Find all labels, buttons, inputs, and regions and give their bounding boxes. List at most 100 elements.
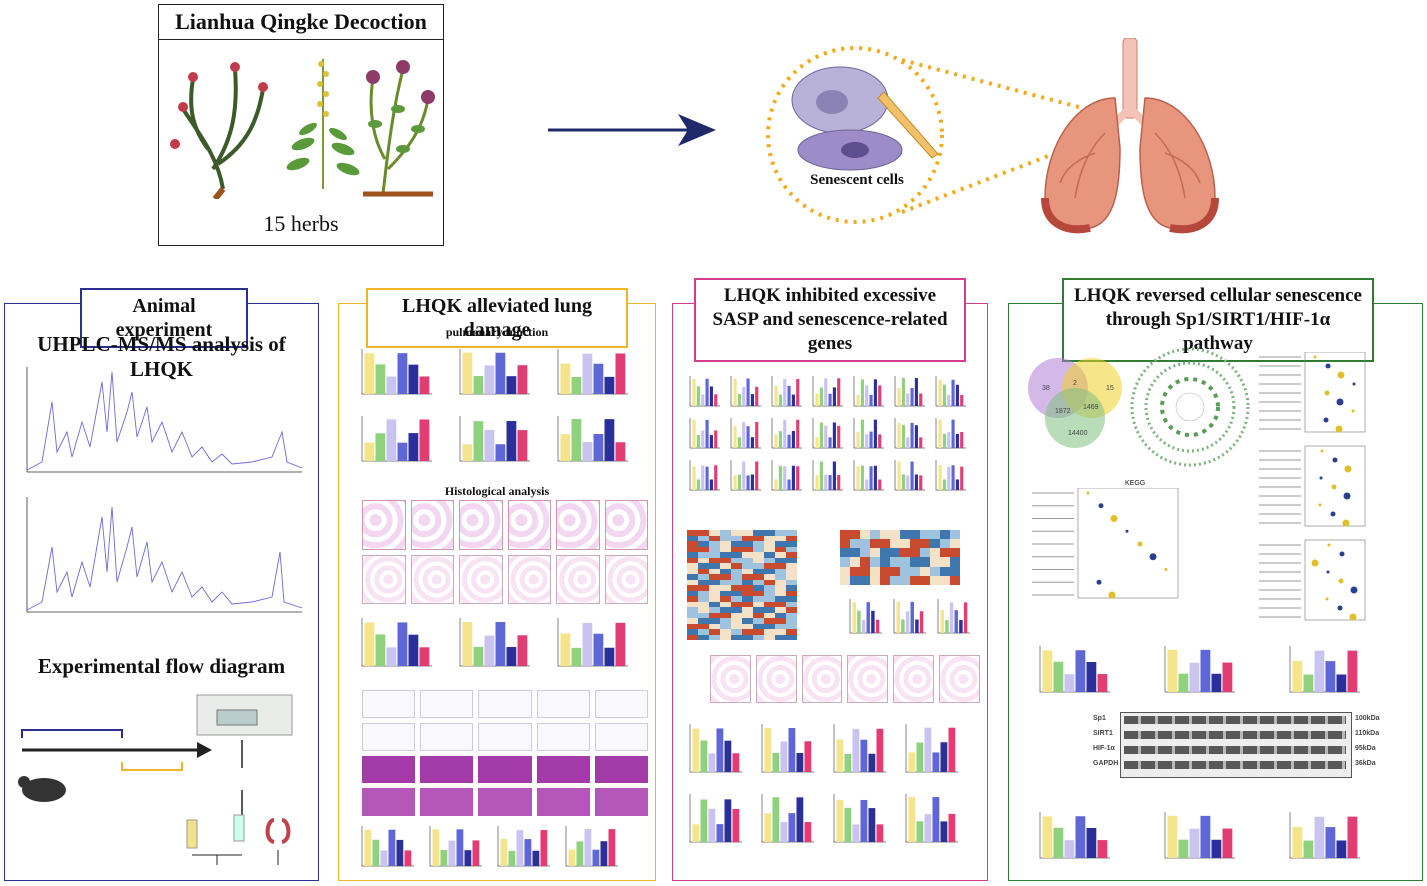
sasp-mid-chart-bar xyxy=(949,602,954,633)
heatmap-left-cell xyxy=(720,601,731,607)
sasp-chart-bar xyxy=(878,479,882,490)
sasp-chart-bar xyxy=(897,461,901,490)
heatmap-left-cell xyxy=(742,601,753,607)
go-plot-dot xyxy=(1311,559,1319,567)
heatmap-left-cell xyxy=(742,629,753,635)
heatmap-left-cell xyxy=(742,579,753,585)
heatmap-left-cell xyxy=(742,546,753,552)
pulmonary-chart-bar xyxy=(604,419,615,461)
heatmap-right-cell xyxy=(900,530,910,540)
sasp-chart-bar xyxy=(856,431,860,448)
sasp-chart-bar xyxy=(755,461,759,490)
heatmap-left-cell xyxy=(775,607,786,613)
senescent-cells-label: Senescent cells xyxy=(810,172,904,188)
kegg-plot-frame xyxy=(1077,488,1179,599)
lung-panel-title: LHQK alleviated lung damage xyxy=(366,288,628,348)
pathway-lower-bars xyxy=(1039,812,1360,859)
heatmap-left-cell xyxy=(709,618,720,624)
staining-chart-bar xyxy=(608,829,616,866)
heatmap-right-cell xyxy=(910,530,920,540)
heatmap-right-cell xyxy=(920,575,930,585)
sasp-chart-bar xyxy=(709,386,713,406)
heatmap-left-cell xyxy=(775,574,786,580)
sasp-chart-bar xyxy=(746,475,750,490)
sasp-mid-chart-bar xyxy=(959,620,963,633)
sasp-lower-bars xyxy=(689,724,958,843)
pathway-lower-chart-bar xyxy=(1211,839,1222,858)
senescent-cells-circle xyxy=(766,46,1091,224)
histology-chart-bar xyxy=(571,647,582,666)
kegg-plot-dot xyxy=(1110,515,1118,522)
sasp-chart-bar xyxy=(796,419,800,448)
sasp-mid-chart-bar xyxy=(915,619,919,633)
pulmonary-chart-bar xyxy=(484,429,495,461)
pathway-lower-chart-bar xyxy=(1178,839,1189,858)
sasp-mid-chart-bar xyxy=(857,610,861,633)
pathway-lower-chart-bar xyxy=(1042,816,1053,858)
kegg-plot-dot xyxy=(1125,529,1129,533)
heatmap-left-cell xyxy=(742,585,753,591)
histology-chart-bar xyxy=(495,622,506,666)
sasp-chart-bar xyxy=(733,426,737,448)
sasp-chart-bar xyxy=(919,393,923,406)
sasp-lower-chart-bar xyxy=(780,741,788,772)
heatmap-left-cell xyxy=(687,618,698,624)
go-plot-dot xyxy=(1336,398,1344,406)
heatmap-left-cell xyxy=(709,546,720,552)
heatmap-left-cell xyxy=(687,629,698,635)
pulmonary-chart-bar xyxy=(506,421,517,461)
pathway-upper-chart-bar xyxy=(1097,674,1108,692)
staining-chart-bar xyxy=(456,829,464,866)
pathway-upper-chart-bar xyxy=(1167,649,1178,692)
pathway-lower-chart-bar xyxy=(1064,840,1075,858)
go-plot-dot xyxy=(1332,457,1338,463)
pathway-lower-chart-bar xyxy=(1347,816,1358,858)
kegg-plot-dot xyxy=(1086,491,1090,495)
heatmap-right-cell xyxy=(870,548,880,558)
heatmap-left-cell xyxy=(775,579,786,585)
sasp-lower-chart-bar xyxy=(708,808,716,842)
sasp-chart-bar xyxy=(955,479,959,490)
sasp-lower-chart-bar xyxy=(836,739,844,772)
sasp-chart-bar xyxy=(938,419,942,448)
sasp-chart-bar xyxy=(783,466,787,490)
animal-panel-title: Animal experiment xyxy=(80,288,248,348)
sasp-chart-bar xyxy=(733,378,737,406)
heatmap-right-cell xyxy=(840,566,850,576)
pathway-lower-chart-bar xyxy=(1200,815,1211,858)
pulmonary-chart-bar xyxy=(593,433,604,461)
sasp-chart-bar xyxy=(828,393,832,406)
heatmap-left-cell xyxy=(731,546,742,552)
staining-chart-bar xyxy=(388,829,396,866)
heatmap-left-cell xyxy=(775,623,786,629)
blot-band-sirt1 xyxy=(1124,731,1346,739)
heatmap-left-cell xyxy=(753,579,764,585)
sasp-lower-chart-bar xyxy=(796,797,804,842)
staining-chart-bar xyxy=(524,839,532,866)
sasp-chart-bar xyxy=(869,394,873,406)
histology-chart-bar xyxy=(419,647,430,666)
heatmap-right-cell xyxy=(850,530,860,540)
go-plot-frame xyxy=(1304,445,1366,527)
sasp-chart-bar xyxy=(701,394,705,406)
sasp-chart-bar xyxy=(837,378,841,406)
lhqk-box: Lianhua Qingke Decoction xyxy=(158,4,444,246)
sasp-mid-bars xyxy=(849,599,970,634)
sasp-chart-bar xyxy=(938,379,942,406)
sasp-chart-bar xyxy=(737,394,741,406)
sasp-lower-chart-bar xyxy=(764,813,772,842)
pulmonary-chart-bar xyxy=(473,421,484,461)
sasp-chart-bar xyxy=(832,461,836,490)
heatmap-left-cell xyxy=(775,563,786,569)
sasp-chart-bar xyxy=(709,435,713,448)
go-plot-dot xyxy=(1319,476,1323,480)
pathway-upper-chart-bar xyxy=(1086,661,1097,692)
staining-chart-bar xyxy=(532,850,540,866)
heatmap-left-cell xyxy=(764,546,775,552)
sasp-chart-bar xyxy=(832,387,836,406)
pulmonary-chart-bar xyxy=(604,376,615,394)
pulmonary-chart-bar xyxy=(582,353,593,394)
heatmap-left-cell xyxy=(786,623,797,629)
heatmap-left-cell xyxy=(709,634,720,640)
sasp-lower-chart-bar xyxy=(764,727,772,772)
